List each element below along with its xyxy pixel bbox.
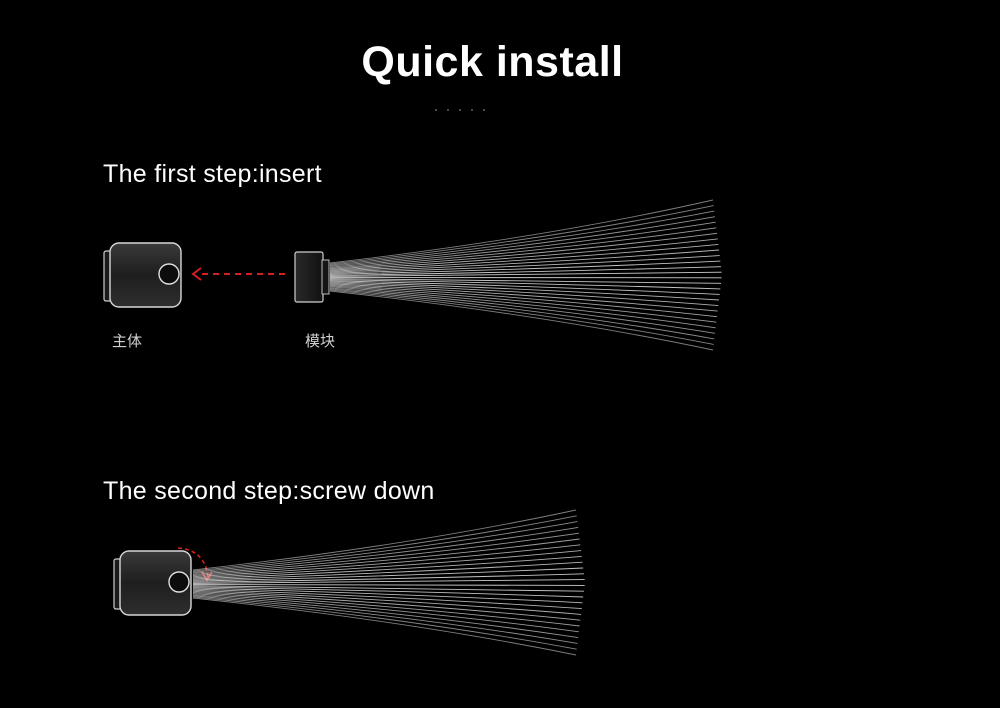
light-ray	[192, 590, 581, 621]
light-ray	[329, 255, 720, 274]
light-ray	[192, 555, 582, 580]
light-ray	[192, 593, 579, 633]
light-ray	[192, 586, 584, 598]
light-ray	[192, 597, 577, 656]
light-ray	[329, 199, 714, 264]
light-ray	[329, 288, 715, 340]
light-ray	[192, 596, 577, 650]
light-ray	[329, 278, 722, 284]
light-beam-icon	[329, 199, 722, 351]
light-ray	[329, 232, 718, 270]
light-ray	[329, 210, 715, 266]
light-ray	[192, 532, 579, 575]
light-ray	[329, 281, 720, 301]
light-ray	[329, 271, 722, 277]
light-ray	[329, 289, 714, 345]
light-ray	[329, 205, 714, 265]
light-ray	[329, 216, 716, 267]
light-ray	[192, 579, 585, 584]
light-ray	[192, 561, 583, 581]
light-module-icon	[294, 251, 330, 303]
light-ray	[192, 591, 580, 627]
light-ray	[192, 550, 582, 579]
light-ray	[192, 588, 582, 610]
light-ray	[192, 526, 579, 574]
step2-heading: The second step:screw down	[103, 477, 435, 505]
light-ray	[329, 238, 718, 271]
page-title: Quick install	[361, 38, 624, 86]
label-module: 模块	[305, 332, 336, 350]
light-ray	[192, 544, 581, 578]
light-ray	[192, 595, 578, 644]
light-ray	[192, 515, 577, 572]
light-ray	[192, 584, 585, 586]
title-divider-dots	[435, 109, 485, 111]
light-ray	[329, 290, 714, 351]
light-ray	[329, 280, 720, 295]
light-ray	[329, 279, 721, 290]
light-ray	[329, 221, 716, 268]
light-ray	[329, 284, 718, 318]
light-ray	[192, 538, 580, 577]
light-ray	[329, 266, 722, 276]
light-ray	[192, 587, 583, 604]
light-ray	[192, 585, 584, 592]
label-body: 主体	[112, 332, 143, 350]
light-ray	[329, 282, 719, 307]
insert-arrow-icon	[191, 267, 290, 281]
light-ray	[192, 521, 578, 573]
light-ray	[329, 227, 717, 269]
light-ray	[192, 573, 584, 583]
light-ray	[329, 249, 720, 273]
light-ray	[329, 287, 716, 334]
step1-heading: The first step:insert	[103, 160, 322, 188]
light-ray	[329, 243, 719, 272]
light-ray	[329, 285, 717, 323]
camera-body-icon	[113, 550, 192, 616]
light-ray	[329, 260, 721, 275]
light-ray	[192, 594, 579, 639]
light-ray	[329, 286, 716, 329]
light-ray	[192, 567, 584, 582]
light-beam-icon	[192, 509, 585, 656]
light-ray	[192, 589, 582, 615]
light-ray	[329, 283, 718, 312]
light-ray	[192, 509, 577, 571]
camera-body-icon	[103, 242, 182, 308]
